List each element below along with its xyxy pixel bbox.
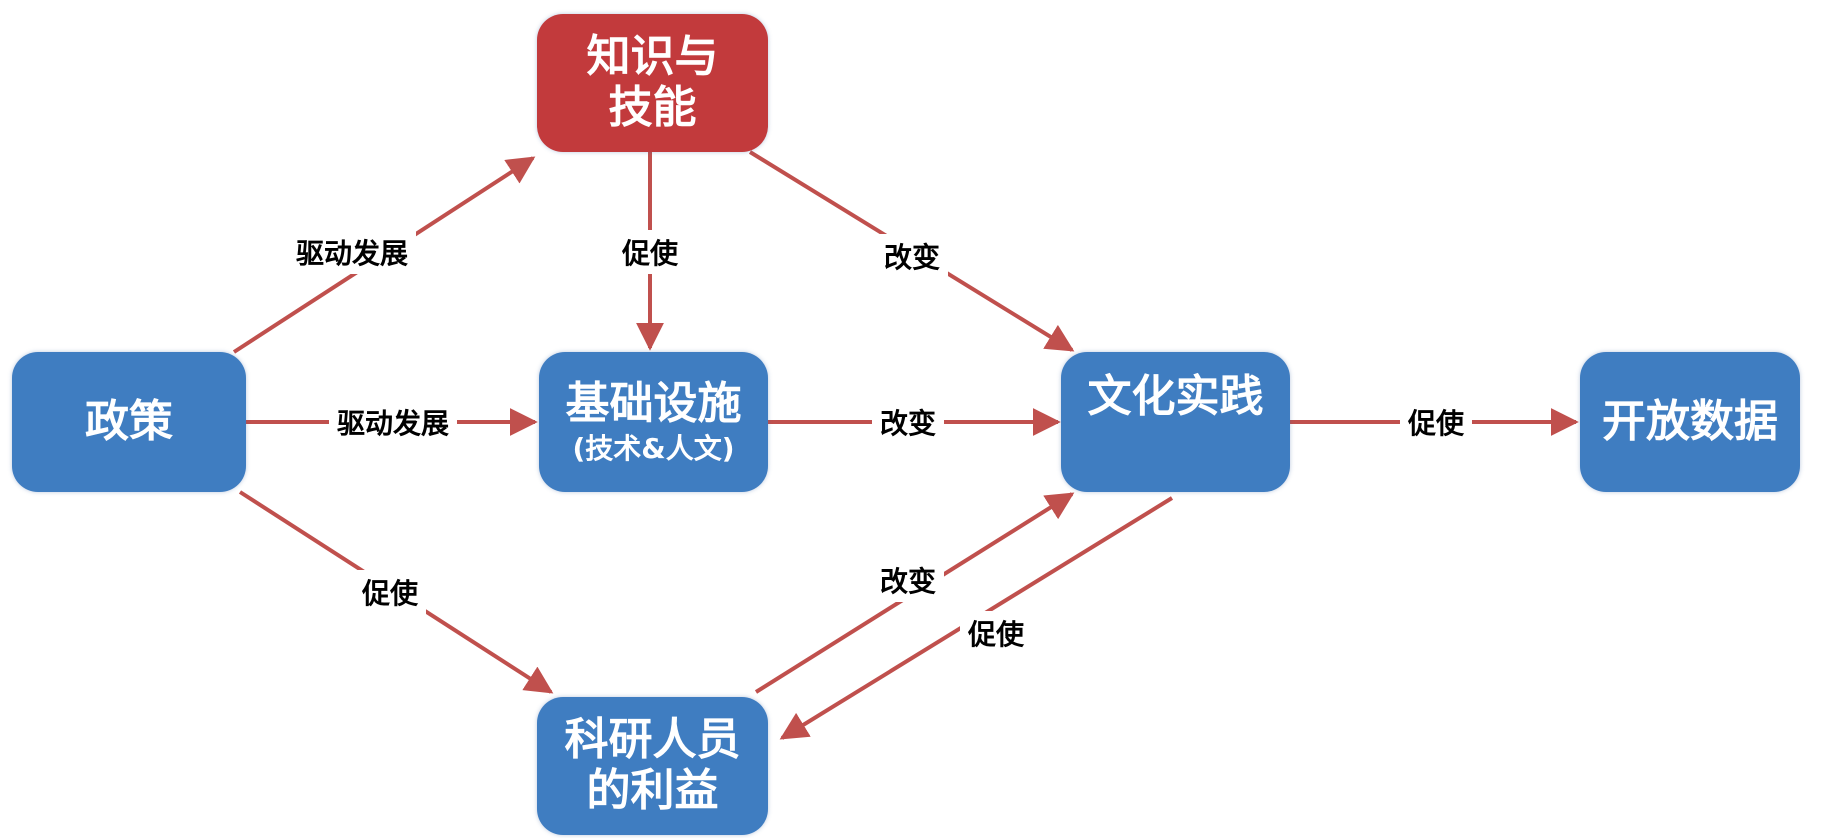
edge-label-policy-knowledge: 驱动发展 bbox=[287, 230, 417, 274]
node-sublabel: (技术&人文) bbox=[572, 432, 735, 466]
node-label: 开放数据 bbox=[1602, 395, 1778, 447]
edge-label-culture-open-data: 促使 bbox=[1399, 400, 1473, 444]
edge-label-knowledge-infrastructure: 促使 bbox=[613, 230, 687, 274]
node-policy: 政策 bbox=[12, 352, 246, 492]
node-label: 的利益 bbox=[586, 765, 719, 816]
node-researchers-interests: 科研人员 的利益 bbox=[537, 697, 768, 835]
node-open-data: 开放数据 bbox=[1580, 352, 1800, 492]
node-label: 知识与 bbox=[586, 31, 719, 83]
node-label: 科研人员 bbox=[564, 714, 741, 766]
edge-label-researchers-culture: 改变 bbox=[871, 558, 945, 602]
node-knowledge-skills: 知识与 技能 bbox=[537, 14, 768, 152]
edge-label-infrastructure-culture: 改变 bbox=[871, 400, 945, 444]
node-infrastructure: 基础设施 (技术&人文) bbox=[539, 352, 768, 492]
edge-label-policy-researchers: 促使 bbox=[353, 570, 427, 614]
node-label: 文化实践 bbox=[1087, 371, 1264, 422]
node-label: 技能 bbox=[608, 82, 697, 133]
node-label: 政策 bbox=[85, 395, 173, 447]
edge-label-culture-researchers: 促使 bbox=[959, 611, 1033, 655]
node-cultural-practice: 文化实践 bbox=[1061, 352, 1290, 492]
edge-label-knowledge-culture: 改变 bbox=[875, 234, 949, 278]
edge-label-policy-infrastructure: 驱动发展 bbox=[328, 400, 458, 444]
node-label: 基础设施 bbox=[565, 377, 742, 429]
